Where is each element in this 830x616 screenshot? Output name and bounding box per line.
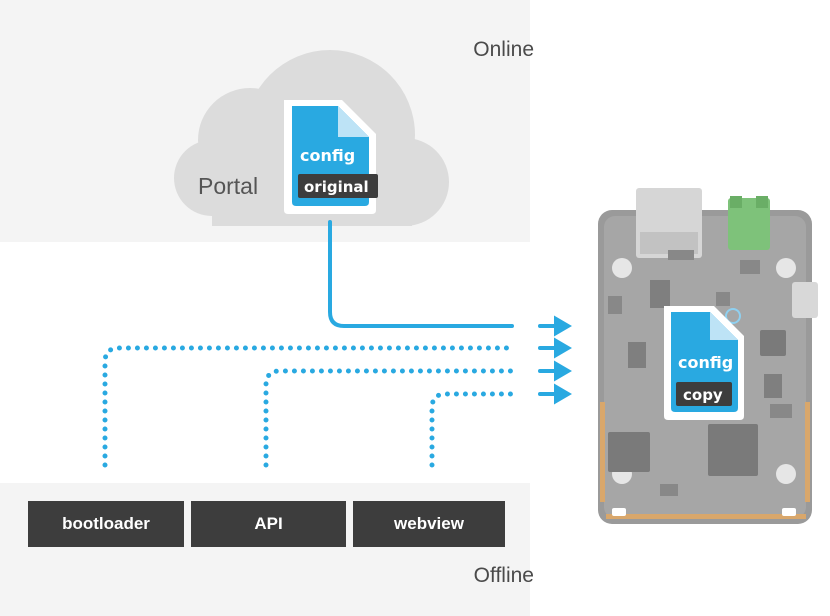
arrow-icon — [538, 315, 572, 337]
solid-connector — [328, 220, 514, 328]
api-label: API — [254, 514, 283, 533]
offline-zone-label: Offline — [473, 564, 534, 587]
webview-box: webview — [353, 501, 505, 547]
arrow-icons — [538, 315, 572, 405]
config-copy-tag: copy — [683, 386, 723, 404]
config-original-title: config — [300, 146, 355, 165]
arrow-icon — [538, 383, 572, 405]
config-original-tag: original — [304, 178, 369, 196]
config-copy-document-icon: config copy — [664, 306, 744, 420]
config-copy-title: config — [678, 353, 733, 372]
api-box: API — [191, 501, 346, 547]
bootloader-box: bootloader — [28, 501, 184, 547]
webview-label: webview — [394, 514, 464, 533]
dotted-connector-webview — [429, 391, 515, 468]
bootloader-label: bootloader — [62, 514, 150, 533]
online-zone-label: Online — [473, 38, 534, 61]
dotted-connector-api — [263, 368, 515, 468]
dotted-connector-bootloader — [102, 345, 515, 468]
arrow-icon — [538, 337, 572, 359]
portal-label: Portal — [198, 173, 259, 199]
dotted-connectors — [102, 345, 515, 468]
arrow-icon — [538, 360, 572, 382]
config-original-document-icon: config original — [284, 100, 378, 214]
